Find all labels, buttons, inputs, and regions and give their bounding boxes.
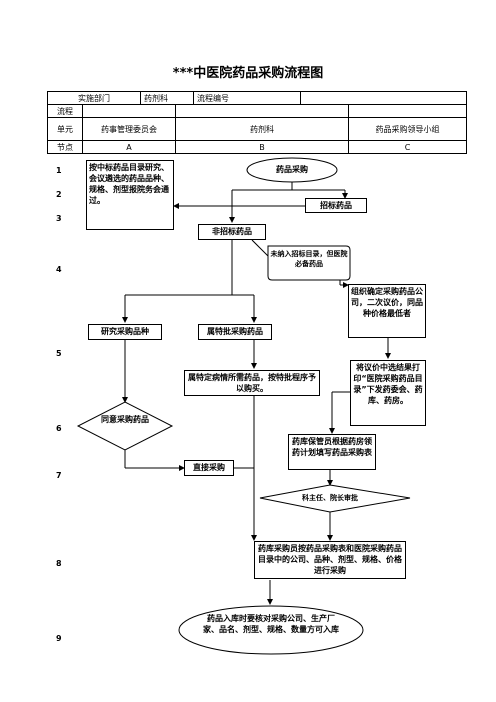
non-tender-drugs-box: 非招标药品: [198, 224, 266, 240]
direct-purchase-box: 直接采购: [184, 460, 234, 476]
special-disease-box: 属特定病情所需药品，按特批程序予以购买。: [184, 370, 320, 396]
row-number: 4: [56, 265, 62, 274]
header-cell: 节点: [47, 140, 83, 154]
organize-company-box: 组织确定采购药品公司，二次议价，同品种价格最低者: [348, 284, 426, 338]
research-varieties-box: 研究采购品种: [88, 324, 162, 340]
row-number: 3: [56, 214, 62, 223]
row-number: 9: [56, 634, 62, 643]
header-cell: B: [175, 140, 349, 154]
director-approval-decision: 科主任、院长审批: [302, 494, 358, 502]
note-not-in-tender: 未纳入招标目录，但医院必备药品: [270, 250, 348, 268]
committee-select-box: 按中标药品目录研究、会议遴选的药品品种、规格、剂型报院务会通过。: [86, 160, 174, 230]
row-number: 6: [56, 424, 62, 433]
agree-purchase-decision: 同意采购药品: [101, 415, 149, 424]
header-cell: C: [348, 140, 467, 154]
print-catalog-box: 将议价中选结果打印“医院采购药品目录”下发药委会、药库、药房。: [350, 360, 426, 426]
buyer-purchase-box: 药库采购员按药品采购表和医院采购药品目录中的公司、品种、剂型、规格、价格进行采购: [254, 541, 406, 579]
header-cell: 药品采购领导小组: [348, 117, 467, 141]
special-approval-box: 属特批采购药品: [198, 324, 272, 340]
header-table-units: 流程 单元 药事管理委员会 药剂科 药品采购领导小组 节点 A B C: [47, 104, 467, 154]
approval-diamond: [259, 484, 411, 513]
tender-drugs-box: 招标药品: [305, 198, 367, 213]
row-number: 1: [56, 166, 62, 175]
drug-purchase-start: 药品采购: [276, 165, 308, 174]
warehouse-check-end: 药品入库时要核对采购公司、生产厂家、品名、剂型、规格、数量方可入库: [203, 614, 339, 634]
header-cell: 药剂科: [175, 117, 349, 141]
warehouse-fill-box: 药库保管员根据药房领药计划填写药品采购表: [288, 434, 376, 470]
row-number: 2: [56, 190, 62, 199]
decision-diamond: [76, 401, 174, 451]
page-title: ***中医院药品采购流程图: [172, 66, 324, 81]
row-number: 7: [56, 471, 62, 480]
header-cell: 单元: [47, 117, 83, 141]
row-number: 8: [56, 559, 62, 568]
row-number: 5: [56, 349, 62, 358]
